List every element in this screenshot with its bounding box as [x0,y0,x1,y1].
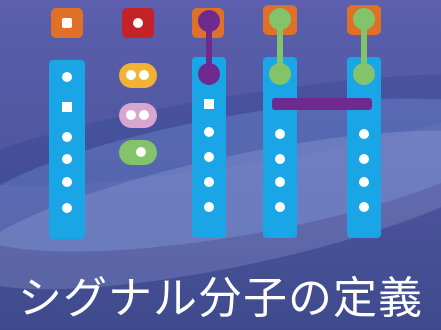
molecule-knob [269,63,291,85]
receptor-column-icon [49,60,85,239]
bound-molecule-icon [206,20,212,75]
molecule-knob [353,8,375,30]
cap-dot [133,18,143,28]
receptor-column-icon [263,57,297,238]
signal-pill-icon [119,103,157,128]
cap-icon [122,8,154,38]
page-title: シグナル分子の定義 [18,273,423,324]
molecule-knob [269,8,291,30]
molecule-knob [198,10,220,32]
signal-pill-icon [119,63,157,88]
cap-icon [51,8,83,38]
bound-molecule-icon [361,18,367,73]
receptor-column-icon [347,57,381,238]
bridge-bar-icon [272,98,372,110]
bound-molecule-icon [277,18,283,73]
molecule-knob [353,63,375,85]
molecule-knob [198,63,220,85]
receptor-column-icon [192,57,226,238]
signal-pill-icon [119,140,157,165]
cap-dot [62,18,72,28]
